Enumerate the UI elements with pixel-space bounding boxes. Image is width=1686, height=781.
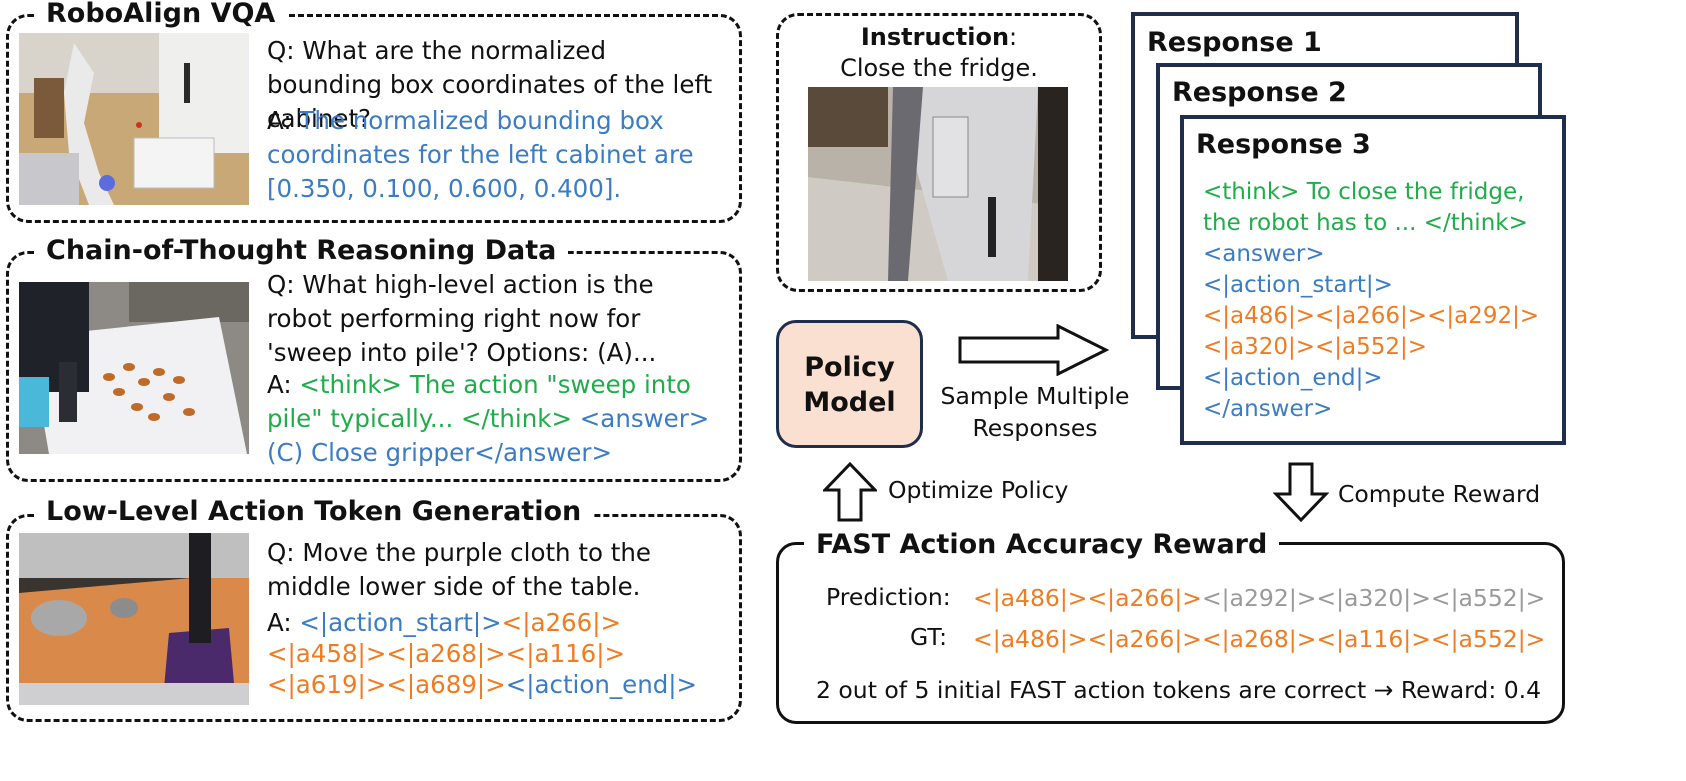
lowlevel-answer-line3: <|a619|><|a689|><|action_end|>	[267, 668, 697, 702]
reward-title: FAST Action Accuracy Reward	[804, 529, 1280, 561]
gt-label: GT:	[910, 623, 948, 651]
prediction-label: Prediction:	[826, 583, 951, 611]
action-tokens-line-2: <|a320|><|a552|>	[1203, 334, 1428, 360]
fridge-image	[808, 87, 1068, 281]
prediction-correct-tokens: <|a486|><|a266|>	[973, 584, 1202, 612]
instruction-text: Close the fridge.	[840, 54, 1038, 82]
vqa-panel-title: RoboAlign VQA	[34, 0, 288, 30]
vqa-answer-text: The normalized bounding box coordinates …	[267, 106, 694, 203]
action-end-token: <|action_end|>	[505, 670, 698, 699]
instruction-box	[776, 13, 1102, 292]
instruction-heading: Instruction: Close the fridge.	[776, 22, 1102, 84]
compute-arrow-icon	[1273, 462, 1329, 522]
lowlevel-answer-line1: A: <|action_start|><|a266|>	[267, 606, 621, 640]
action-start-token: <|action_start|>	[299, 608, 502, 637]
answer-prefix: A:	[267, 106, 300, 135]
answer-open-tag: <answer>	[1203, 241, 1325, 267]
optimize-arrow-icon	[823, 462, 877, 522]
compute-label: Compute Reward	[1338, 480, 1541, 508]
robot-table-image	[19, 533, 249, 705]
policy-model-box	[776, 320, 923, 448]
cot-think-text: <think> The action "sweep into pile" typ…	[267, 370, 691, 433]
cot-panel-title: Chain-of-Thought Reasoning Data	[34, 235, 569, 267]
vqa-answer: A: The normalized bounding box coordinat…	[267, 104, 722, 206]
think-line-2: the robot has to ... </think>	[1203, 210, 1528, 236]
optimize-label: Optimize Policy	[888, 476, 1069, 504]
vqa-question: Q: What are the normalized bounding box …	[267, 36, 713, 133]
response-3-body: <think> To close the fridge, the robot h…	[1203, 177, 1539, 425]
cot-question: Q: What high-level action is the robot p…	[267, 270, 657, 367]
action-start-tag: <|action_start|>	[1203, 272, 1393, 298]
robot-kitchen-image	[19, 33, 249, 205]
instruction-colon: :	[1009, 23, 1018, 51]
cot-answer-text: <answer>(C) Close gripper</answer>	[267, 404, 710, 467]
vqa-panel	[6, 14, 742, 223]
sample-arrow-icon	[958, 324, 1110, 376]
answer-prefix: A:	[267, 370, 300, 399]
lowlevel-panel-title: Low-Level Action Token Generation	[34, 496, 594, 528]
lowlevel-question: Q: Move the purple cloth to the middle l…	[267, 538, 651, 601]
reward-summary: 2 out of 5 initial FAST action tokens ar…	[816, 676, 1542, 704]
lowlevel-answer-line2: <|a458|><|a268|><|a116|>	[267, 637, 625, 671]
action-tokens: <|a458|><|a268|><|a116|>	[267, 639, 626, 668]
action-tokens-line-1: <|a486|><|a266|><|a292|>	[1203, 303, 1540, 329]
response-card-3	[1180, 115, 1566, 445]
response-1-title: Response 1	[1147, 27, 1322, 58]
action-tokens: <|a266|>	[501, 608, 622, 637]
instruction-label: Instruction	[860, 23, 1010, 51]
action-tokens: <|a619|><|a689|>	[267, 670, 506, 699]
robot-almonds-image	[19, 282, 249, 454]
prediction-tokens: <|a486|><|a266|><|a292|><|a320|><|a552|>	[973, 584, 1545, 612]
gt-tokens: <|a486|><|a266|><|a268|><|a116|><|a552|>	[973, 625, 1546, 653]
think-line-1: <think> To close the fridge,	[1203, 179, 1525, 205]
prediction-wrong-tokens: <|a292|><|a320|><|a552|>	[1201, 584, 1546, 612]
action-end-tag: <|action_end|>	[1203, 365, 1383, 391]
answer-prefix: A:	[267, 608, 300, 637]
answer-close-tag: </answer>	[1203, 396, 1333, 422]
response-2-title: Response 2	[1172, 77, 1347, 108]
response-3-title: Response 3	[1196, 129, 1371, 160]
cot-answer: A: <think> The action "sweep into pile" …	[267, 368, 727, 470]
